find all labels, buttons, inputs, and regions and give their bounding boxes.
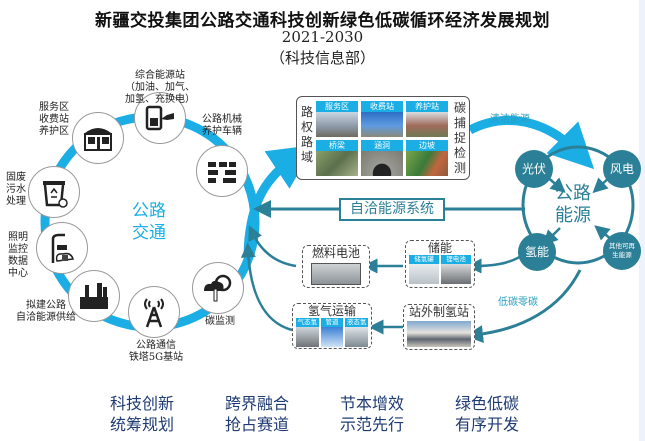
other-renewable-node: 其他可再 生能源 xyxy=(603,232,641,270)
low-carbon-arrow xyxy=(465,269,582,343)
waste-label: 固废 污水 处理 xyxy=(6,172,26,207)
photo-bridge: 桥梁 xyxy=(316,140,358,176)
slogan: 跨界融合 xyxy=(225,394,290,413)
slogan: 有序开发 xyxy=(455,415,520,434)
tower-label: 公路通信 铁塔5G基站 xyxy=(128,340,184,363)
service-station-icon xyxy=(84,128,112,151)
street-lamp-camera-icon xyxy=(51,233,74,263)
offsite-h2-title: 站外制氢站 xyxy=(408,305,469,319)
storage-tank-image xyxy=(409,264,439,284)
department: （科技信息部） xyxy=(269,49,375,67)
maintenance-vehicles-icon xyxy=(208,162,236,183)
fuel-cell-box: 燃料电池 xyxy=(302,245,370,288)
slogan: 节本增效 xyxy=(340,394,405,413)
carbon-monitor-label: 碳监测 xyxy=(205,316,235,327)
maintenance-node xyxy=(196,145,248,197)
site-photo-grid: 服务区 收费站 养护站 桥梁 涵洞 边坡 xyxy=(316,101,448,176)
factory-icon xyxy=(80,283,108,309)
slogan: 统筹规划 xyxy=(110,415,175,434)
weather-thermometer-icon xyxy=(204,274,232,302)
slogan-row-2: 统筹规划 抢占赛道 示范先行 有序开发 xyxy=(110,414,550,435)
slogan: 科技创新 xyxy=(110,394,175,413)
battery-image xyxy=(441,264,471,284)
tower-node xyxy=(128,286,180,338)
recycle-bin-icon xyxy=(43,181,68,208)
signal-tower-icon xyxy=(144,298,164,328)
transport-sub-liquid: 液态氢 xyxy=(345,318,369,327)
storage-title: 储能 xyxy=(427,241,452,255)
energy-station-node xyxy=(134,92,186,144)
storage-box: 储能 储氢罐 锂电池 xyxy=(405,240,475,288)
clean-energy-label: 清洁能源 xyxy=(490,114,530,125)
maintenance-label: 公路机械 养护车辆 xyxy=(202,114,242,137)
pv-node: 光伏 xyxy=(515,150,553,188)
right-of-way-side-label: 路权路域 xyxy=(300,105,313,164)
slogan: 示范先行 xyxy=(340,415,405,434)
transport-sub-pipeline: 管道 xyxy=(320,318,344,327)
storage-sub-li-battery: 锂电池 xyxy=(441,255,471,264)
self-consistent-energy-system-box: 自洽能源系统 xyxy=(339,198,445,221)
slogan: 抢占赛道 xyxy=(225,415,290,434)
energy-cycle-ring xyxy=(521,145,635,265)
proposed-road-node xyxy=(68,270,120,322)
service-area-node xyxy=(72,112,124,164)
h2-transport-box: 氢气运输 气态氢 管道 液态氢 xyxy=(292,303,372,349)
fuel-cell-image xyxy=(311,263,361,285)
energy-station-label: 综合能源站 （加油、加气、 加氢、充换电） xyxy=(125,70,195,105)
road-energy-center-label: 公路 能源 xyxy=(555,183,591,226)
photo-slope: 边坡 xyxy=(406,140,448,176)
clean-energy-arrow xyxy=(467,116,595,170)
low-carbon-label: 低碳零碳 xyxy=(498,297,538,308)
storage-sub-h2-tank: 储氢罐 xyxy=(409,255,439,264)
photo-service-area: 服务区 xyxy=(316,101,358,137)
carbon-capture-side-label: 碳捕捉检测 xyxy=(453,101,466,175)
slogans: 科技创新 跨界融合 节本增效 绿色低碳 统筹规划 抢占赛道 示范先行 有序开发 xyxy=(110,393,550,435)
hydrogen-node: 氢能 xyxy=(518,233,556,271)
fuel-cell-title: 燃料电池 xyxy=(311,246,360,260)
offsite-h2-station-box: 站外制氢站 xyxy=(403,304,475,350)
fuel-cell-arrow xyxy=(248,225,297,268)
carbon-monitor-node xyxy=(192,262,244,314)
wind-node: 风电 xyxy=(603,150,641,188)
slogan-row-1: 科技创新 跨界融合 节本增效 绿色低碳 xyxy=(110,393,550,414)
hydrogen-fuel-pump-icon xyxy=(145,105,174,131)
waste-node xyxy=(28,166,80,218)
h2-transport-title: 氢气运输 xyxy=(307,304,356,318)
proposed-road-label: 拟建公路 自洽能源供给 xyxy=(16,300,76,323)
edge-strip xyxy=(639,0,645,441)
transport-sub-gaseous: 气态氢 xyxy=(296,318,319,327)
page-title: 新疆交投集团公路交通科技创新绿色低碳循环经济发展规划 xyxy=(95,11,550,31)
photo-toll-station: 收费站 xyxy=(361,101,403,137)
road-transport-center-label: 公路 交通 xyxy=(132,201,166,243)
plan-years: 2021-2030 xyxy=(281,28,364,46)
right-of-way-box: 路权路域 服务区 收费站 养护站 桥梁 涵洞 边坡 碳捕捉检测 xyxy=(296,96,470,180)
service-area-label: 服务区 收费站 养护区 xyxy=(39,102,69,137)
photo-culvert: 涵洞 xyxy=(361,140,403,176)
h2-transport-arrow xyxy=(240,242,293,332)
lighting-label: 照明 监控 数据 中心 xyxy=(8,232,28,279)
slogan: 绿色低碳 xyxy=(455,394,520,413)
offsite-h2-image xyxy=(407,321,471,347)
photo-maintenance-station: 养护站 xyxy=(406,101,448,137)
lighting-node xyxy=(36,222,88,274)
